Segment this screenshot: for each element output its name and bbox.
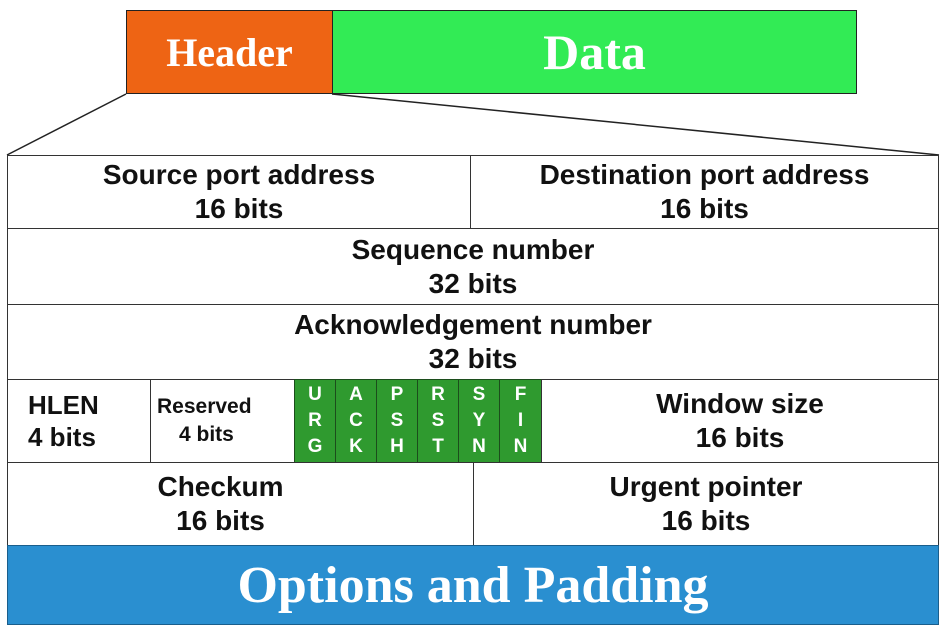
flag-fin: F I N bbox=[499, 379, 542, 463]
sequence-number-field: Sequence number 32 bits bbox=[7, 228, 939, 305]
urgent-pointer-field: Urgent pointer 16 bits bbox=[473, 462, 939, 546]
source-port-size: 16 bits bbox=[194, 193, 284, 224]
flag-rst-letter-1: R bbox=[431, 384, 445, 405]
urgent-pointer-size: 16 bits bbox=[661, 505, 751, 536]
flag-ack-letter-2: C bbox=[349, 410, 363, 431]
acknowledgement-number-size: 32 bits bbox=[428, 343, 518, 374]
flag-fin-letter-3: N bbox=[513, 436, 528, 457]
flag-syn-letter-2: Y bbox=[472, 410, 486, 431]
urgent-pointer-name: Urgent pointer bbox=[609, 471, 803, 502]
segment-header-box: Header bbox=[126, 10, 333, 94]
window-size-name: Window size bbox=[656, 388, 824, 419]
checksum-field: Checkum 16 bits bbox=[7, 462, 474, 546]
segment-data-label: Data bbox=[543, 24, 646, 80]
flag-rst-letter-3: T bbox=[432, 436, 444, 457]
options-and-padding-field: Options and Padding bbox=[7, 545, 939, 625]
source-port-name: Source port address bbox=[102, 159, 376, 190]
flag-urg-letter-2: R bbox=[308, 410, 322, 431]
hlen-name: HLEN bbox=[28, 390, 99, 420]
window-size-field: Window size 16 bits bbox=[541, 379, 939, 463]
checksum-name: Checkum bbox=[157, 471, 284, 502]
source-port-field: Source port address 16 bits bbox=[7, 155, 471, 229]
acknowledgement-number-name: Acknowledgement number bbox=[294, 309, 652, 340]
flag-ack: A C K bbox=[335, 379, 377, 463]
options-and-padding-label: Options and Padding bbox=[237, 556, 709, 614]
flag-rst-letter-2: S bbox=[431, 410, 445, 431]
acknowledgement-number-field: Acknowledgement number 32 bits bbox=[7, 304, 939, 380]
hlen-field: HLEN 4 bits bbox=[7, 379, 151, 463]
reserved-name: Reserved bbox=[157, 395, 252, 418]
flag-urg-letter-1: U bbox=[308, 384, 322, 405]
flag-fin-letter-1: F bbox=[514, 384, 527, 405]
expansion-line-left bbox=[6, 93, 127, 156]
expansion-line-right bbox=[331, 93, 940, 156]
flag-urg-letter-3: G bbox=[307, 436, 323, 457]
destination-port-field: Destination port address 16 bits bbox=[470, 155, 939, 229]
reserved-field: Reserved 4 bits bbox=[150, 379, 295, 463]
destination-port-size: 16 bits bbox=[660, 193, 749, 224]
window-size-size: 16 bits bbox=[695, 422, 785, 453]
flag-psh-letter-3: H bbox=[390, 436, 404, 457]
flag-ack-letter-3: K bbox=[349, 436, 363, 457]
flag-urg: U R G bbox=[294, 379, 336, 463]
flag-psh-letter-1: P bbox=[390, 384, 404, 405]
flag-rst: R S T bbox=[417, 379, 459, 463]
flag-syn: S Y N bbox=[458, 379, 500, 463]
checksum-size: 16 bits bbox=[176, 505, 265, 536]
reserved-size: 4 bits bbox=[179, 423, 234, 446]
segment-data-box: Data bbox=[332, 10, 857, 94]
flag-ack-letter-1: A bbox=[349, 384, 363, 405]
flag-psh-letter-2: S bbox=[390, 410, 404, 431]
hlen-size: 4 bits bbox=[28, 422, 96, 452]
flag-psh: P S H bbox=[376, 379, 418, 463]
segment-header-label: Header bbox=[166, 29, 293, 75]
flag-syn-letter-1: S bbox=[472, 384, 486, 405]
destination-port-name: Destination port address bbox=[539, 159, 870, 190]
sequence-number-size: 32 bits bbox=[428, 267, 518, 299]
flag-syn-letter-3: N bbox=[472, 436, 486, 457]
flag-fin-letter-2: I bbox=[517, 410, 524, 431]
sequence-number-name: Sequence number bbox=[351, 233, 595, 265]
